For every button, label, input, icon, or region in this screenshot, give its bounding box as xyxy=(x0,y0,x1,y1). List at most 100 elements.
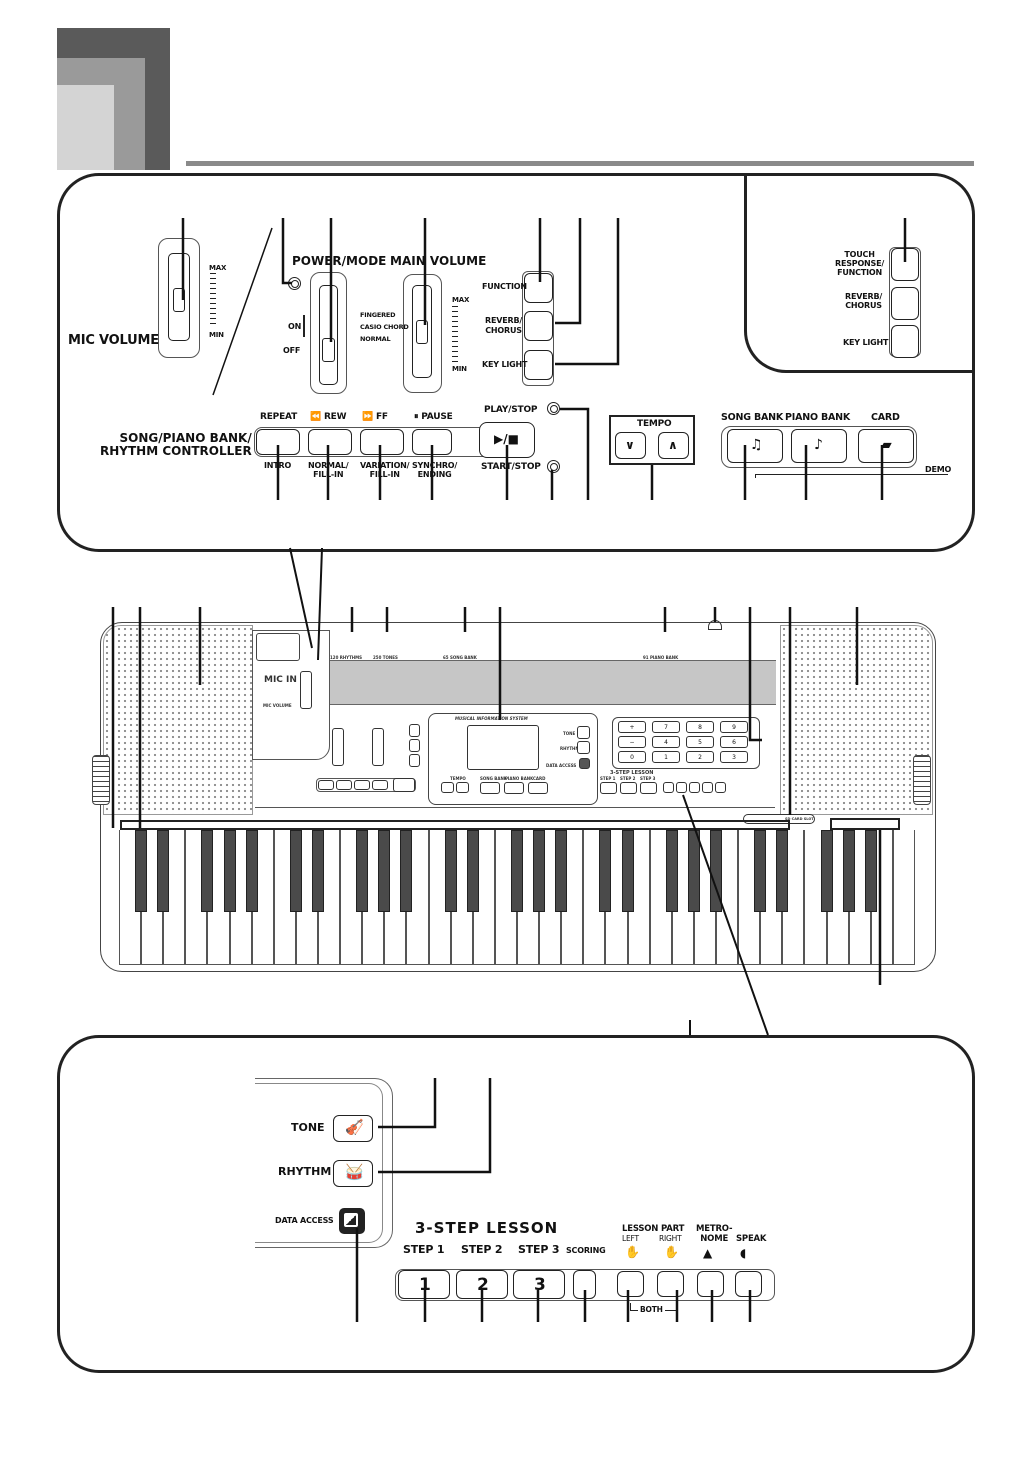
black-key[interactable] xyxy=(555,830,568,912)
black-key[interactable] xyxy=(820,830,833,912)
black-key[interactable] xyxy=(444,830,457,912)
black-key[interactable] xyxy=(710,830,722,912)
keypad-key[interactable]: 1 xyxy=(652,751,680,763)
white-key[interactable] xyxy=(892,830,915,965)
mini-key-light-button[interactable] xyxy=(409,754,420,767)
tempo-down-button[interactable]: ∨ xyxy=(615,432,646,459)
touch-response-function-button[interactable] xyxy=(891,248,919,281)
keypad-key[interactable]: − xyxy=(618,736,646,748)
song-bank-button[interactable]: ♫ xyxy=(727,429,783,463)
mini-function-button[interactable] xyxy=(409,724,420,737)
mini-lesson-button[interactable] xyxy=(676,782,687,793)
mini-reverb-button[interactable] xyxy=(409,739,420,752)
black-key[interactable] xyxy=(687,830,700,912)
mini-lesson-button[interactable] xyxy=(663,782,674,793)
mini-tempo-down[interactable] xyxy=(441,782,454,793)
mini-lesson-button[interactable] xyxy=(689,782,700,793)
mini-song-bank-label: SONG BANK xyxy=(480,776,507,781)
black-key[interactable] xyxy=(378,830,391,912)
mini-step-button[interactable] xyxy=(600,782,617,794)
keypad-key[interactable]: 3 xyxy=(720,751,748,763)
black-key[interactable] xyxy=(201,830,214,912)
key-light-button[interactable] xyxy=(524,350,553,380)
keypad-key[interactable]: 2 xyxy=(686,751,714,763)
main-volume-slider[interactable] xyxy=(403,274,442,393)
black-key[interactable] xyxy=(245,830,258,912)
mini-song-bank-button[interactable] xyxy=(480,782,500,794)
mini-card-button[interactable] xyxy=(528,782,548,794)
inset-key-light-label: KEY LIGHT xyxy=(843,338,889,347)
black-key[interactable] xyxy=(312,830,324,912)
black-key[interactable] xyxy=(223,830,236,912)
black-key[interactable] xyxy=(356,830,369,912)
mini-tone-button[interactable] xyxy=(577,726,590,739)
black-key[interactable] xyxy=(289,830,302,912)
mini-controller-button[interactable] xyxy=(336,780,352,790)
black-key[interactable] xyxy=(864,830,877,912)
keypad-key[interactable]: + xyxy=(618,721,646,733)
lesson-right-button[interactable] xyxy=(657,1271,684,1297)
keypad-key[interactable]: 5 xyxy=(686,736,714,748)
mini-step-button[interactable] xyxy=(640,782,657,794)
black-key[interactable] xyxy=(776,830,789,912)
black-key[interactable] xyxy=(665,830,678,912)
step-2-button[interactable]: 2 xyxy=(456,1270,508,1299)
play-stop-button[interactable]: ▶/■ xyxy=(479,422,535,458)
mini-lesson-button[interactable] xyxy=(715,782,726,793)
speak-button[interactable] xyxy=(735,1271,762,1297)
keypad-key[interactable]: 9 xyxy=(720,721,748,733)
keypad-key[interactable]: 4 xyxy=(652,736,680,748)
mic-volume-slider[interactable] xyxy=(158,238,200,358)
black-key[interactable] xyxy=(842,830,855,912)
controller-button-4[interactable] xyxy=(412,429,452,455)
mini-step-button[interactable] xyxy=(620,782,637,794)
keypad-key[interactable]: 6 xyxy=(720,736,748,748)
step-3-button[interactable]: 3 xyxy=(513,1270,565,1299)
data-access-button[interactable] xyxy=(339,1208,365,1234)
black-key[interactable] xyxy=(599,830,612,912)
power-mode-knob[interactable] xyxy=(322,338,335,362)
black-key[interactable] xyxy=(135,830,148,912)
controller-button-1[interactable] xyxy=(256,429,300,455)
main-volume-knob[interactable] xyxy=(416,320,428,344)
function-button[interactable] xyxy=(524,273,553,303)
mini-piano-bank-button[interactable] xyxy=(504,782,524,794)
black-key[interactable] xyxy=(157,830,170,912)
mini-rhythm-button[interactable] xyxy=(577,741,590,754)
mini-tempo-up[interactable] xyxy=(456,782,469,793)
reverb-chorus-button[interactable] xyxy=(524,311,553,341)
mini-play-stop-button[interactable] xyxy=(393,778,415,792)
controller-button-3[interactable] xyxy=(360,429,404,455)
mini-power-switch[interactable] xyxy=(332,728,344,766)
piano-bank-button[interactable]: ♪ xyxy=(791,429,847,463)
metronome-button[interactable] xyxy=(697,1271,724,1297)
mini-lesson-button[interactable] xyxy=(702,782,713,793)
power-mode-switch[interactable] xyxy=(310,272,347,394)
black-key[interactable] xyxy=(511,830,523,912)
tempo-up-button[interactable]: ∧ xyxy=(658,432,689,459)
black-key[interactable] xyxy=(466,830,479,912)
lesson-left-button[interactable] xyxy=(617,1271,644,1297)
black-key[interactable] xyxy=(400,830,413,912)
mini-data-access-button[interactable] xyxy=(579,758,590,769)
mini-controller-button[interactable] xyxy=(318,780,334,790)
mic-volume-knob[interactable] xyxy=(173,288,185,312)
scoring-button[interactable] xyxy=(573,1270,596,1299)
black-key[interactable] xyxy=(621,830,634,912)
card-button[interactable]: ▰ xyxy=(858,429,914,463)
keypad-key[interactable]: 8 xyxy=(686,721,714,733)
keypad-key[interactable]: 7 xyxy=(652,721,680,733)
mini-mic-volume-slider[interactable] xyxy=(300,671,312,709)
mini-main-volume[interactable] xyxy=(372,728,384,766)
mini-controller-button[interactable] xyxy=(372,780,388,790)
keypad-key[interactable]: 0 xyxy=(618,751,646,763)
rhythm-button[interactable]: 🥁 xyxy=(333,1160,373,1187)
inset-key-light-button[interactable] xyxy=(891,325,919,358)
controller-button-2[interactable] xyxy=(308,429,352,455)
black-key[interactable] xyxy=(754,830,767,912)
inset-reverb-chorus-button[interactable] xyxy=(891,287,919,320)
black-key[interactable] xyxy=(533,830,546,912)
step-1-button[interactable]: 1 xyxy=(398,1270,450,1299)
mini-controller-button[interactable] xyxy=(354,780,370,790)
tone-button[interactable]: 🎻 xyxy=(333,1115,373,1142)
